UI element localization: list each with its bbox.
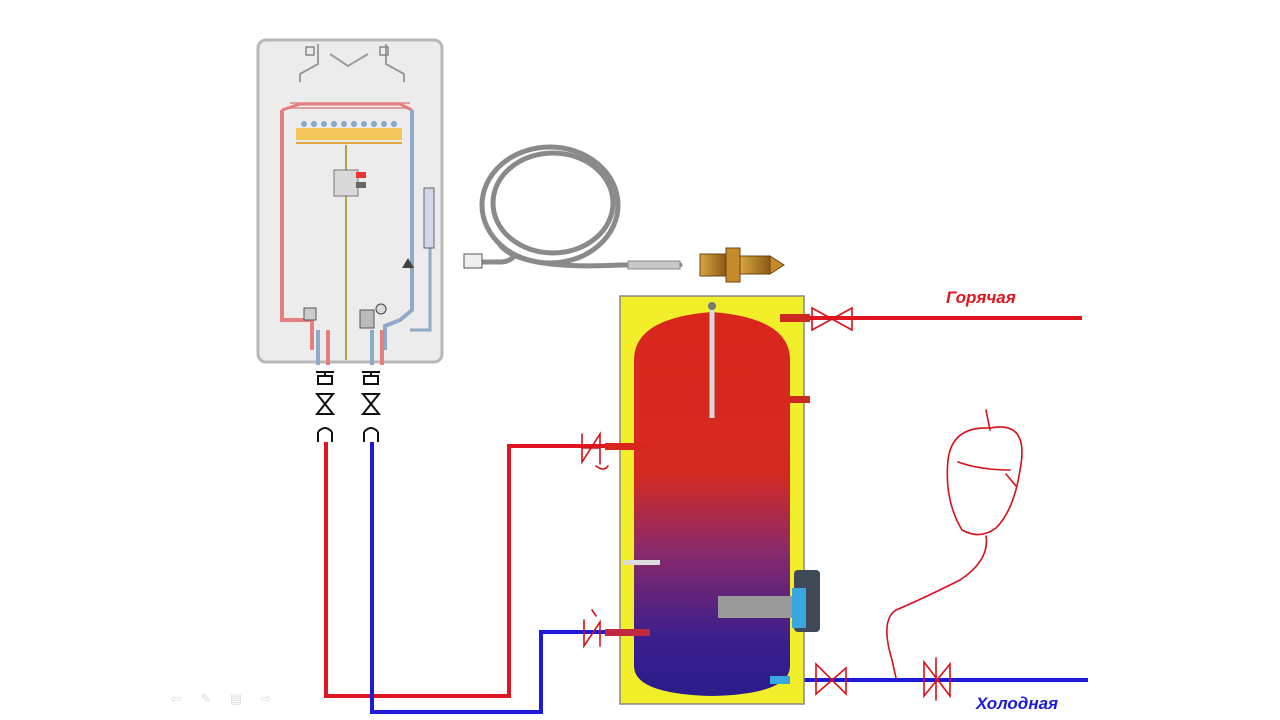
back-arrow-icon[interactable]: ⇦ [170,691,182,706]
boiler-shutoff-valve-left [314,371,336,442]
hot-supply-pipe [324,442,605,698]
temperature-sensor-cable [467,144,683,269]
forward-arrow-icon[interactable]: ⇨ [260,691,272,706]
hot-water-label: Горячая [946,288,1016,307]
slides-icon[interactable]: ▤ [229,691,243,706]
hand-drawn-annotations [581,306,1023,701]
cold-water-label: Холодная [975,694,1058,713]
gas-boiler [256,38,444,365]
slideshow-toolbar: ⇦ ✎ ▤ ⇨ [168,691,274,706]
cable-plug [463,253,483,269]
boiler-shutoff-valve-right [360,371,382,442]
indirect-water-heater [605,295,820,705]
brass-sensor-fitting [699,247,785,283]
pen-icon[interactable]: ✎ [200,691,212,706]
cold-return-pipe [370,442,605,714]
sensor-probe [627,260,681,270]
